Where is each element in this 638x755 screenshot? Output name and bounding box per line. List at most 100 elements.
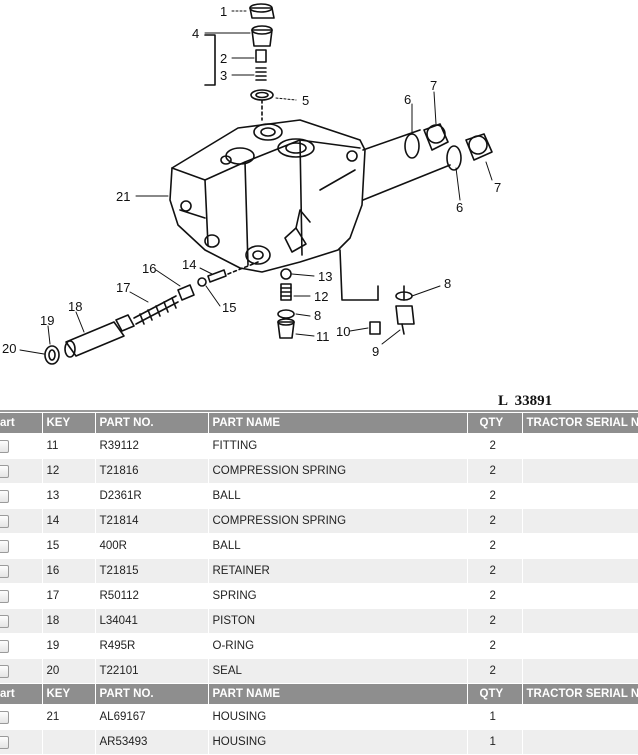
- callout-7a: 7: [430, 78, 437, 93]
- add-to-cart-checkbox[interactable]: [0, 614, 9, 628]
- add-to-cart-checkbox[interactable]: [0, 664, 9, 678]
- callout-9: 9: [372, 344, 379, 359]
- serial-cell: [522, 483, 638, 509]
- serial-cell: [522, 658, 638, 684]
- part-number-cell[interactable]: D2361R: [95, 483, 209, 509]
- part-name-cell: RETAINER: [208, 558, 468, 584]
- housing-drawing: [169, 119, 451, 301]
- part-number-cell[interactable]: R495R: [95, 633, 209, 659]
- part-name-cell: COMPRESSION SPRING: [208, 458, 468, 484]
- header-tractor-serial-no: TRACTOR SERIAL NO: [522, 413, 638, 434]
- part-name-cell: O-RING: [208, 633, 468, 659]
- header-tractor-serial-no: TRACTOR SERIAL NO: [522, 683, 638, 705]
- callout-11: 11: [316, 329, 330, 344]
- piston-assembly-drawing: [44, 261, 259, 365]
- cart-cell: [0, 433, 43, 459]
- add-to-cart-checkbox[interactable]: [0, 710, 9, 724]
- serial-cell: [522, 729, 638, 755]
- part-name-cell: COMPRESSION SPRING: [208, 508, 468, 534]
- callout-15: 15: [222, 300, 236, 315]
- part-name-cell: BALL: [208, 483, 468, 509]
- add-to-cart-checkbox[interactable]: [0, 589, 9, 603]
- cart-cell: [0, 658, 43, 684]
- callout-6b: 6: [456, 200, 463, 215]
- serial-cell: [522, 533, 638, 559]
- right-fittings-drawing: [404, 123, 493, 171]
- part-number-cell[interactable]: L34041: [95, 608, 209, 634]
- part-number-cell[interactable]: T21815: [95, 558, 209, 584]
- callout-12: 12: [314, 289, 328, 304]
- part-number-cell[interactable]: T22101: [95, 658, 209, 684]
- header-add-to-cart: art: [0, 683, 43, 705]
- key-cell: 19: [42, 633, 96, 659]
- header-part-name: PART NAME: [208, 683, 468, 705]
- cart-cell: [0, 729, 43, 755]
- cart-cell: [0, 608, 43, 634]
- serial-cell: [522, 608, 638, 634]
- cart-cell: [0, 458, 43, 484]
- callout-10: 10: [336, 324, 350, 339]
- part-name-cell: HOUSING: [208, 729, 468, 755]
- add-to-cart-checkbox[interactable]: [0, 564, 9, 578]
- serial-cell: [522, 508, 638, 534]
- part-number-cell[interactable]: R50112: [95, 583, 209, 609]
- part-number-cell[interactable]: AR53493: [95, 729, 209, 755]
- key-cell: 21: [42, 704, 96, 730]
- part-number-cell[interactable]: AL69167: [95, 704, 209, 730]
- cart-cell: [0, 508, 43, 534]
- add-to-cart-checkbox[interactable]: [0, 439, 9, 453]
- add-to-cart-checkbox[interactable]: [0, 464, 9, 478]
- key-cell: 13: [42, 483, 96, 509]
- callout-20: 20: [2, 341, 16, 356]
- key-cell: 18: [42, 608, 96, 634]
- cart-cell: [0, 483, 43, 509]
- part-name-cell: HOUSING: [208, 704, 468, 730]
- qty-cell: 1: [467, 704, 523, 730]
- add-to-cart-checkbox[interactable]: [0, 514, 9, 528]
- top-parts-drawing: [204, 3, 275, 121]
- key-cell: 11: [42, 433, 96, 459]
- add-to-cart-checkbox[interactable]: [0, 539, 9, 553]
- header-add-to-cart: art: [0, 413, 43, 434]
- add-to-cart-checkbox[interactable]: [0, 489, 9, 503]
- key-cell: 20: [42, 658, 96, 684]
- add-to-cart-checkbox[interactable]: [0, 639, 9, 653]
- callout-8b: 8: [314, 308, 321, 323]
- cart-cell: [0, 633, 43, 659]
- part-number-cell[interactable]: T21816: [95, 458, 209, 484]
- qty-cell: 2: [467, 558, 523, 584]
- serial-cell: [522, 458, 638, 484]
- callout-1: 1: [220, 4, 227, 19]
- callout-4: 4: [192, 26, 199, 41]
- qty-cell: 2: [467, 533, 523, 559]
- header-qty: QTY: [467, 683, 523, 705]
- part-number-cell[interactable]: T21814: [95, 508, 209, 534]
- part-name-cell: FITTING: [208, 433, 468, 459]
- key-cell: 12: [42, 458, 96, 484]
- part-name-cell: SPRING: [208, 583, 468, 609]
- key-cell: 14: [42, 508, 96, 534]
- qty-cell: 2: [467, 583, 523, 609]
- qty-cell: 2: [467, 458, 523, 484]
- callout-7b: 7: [494, 180, 501, 195]
- part-number-cell[interactable]: 400R: [95, 533, 209, 559]
- part-number-cell[interactable]: R39112: [95, 433, 209, 459]
- qty-cell: 2: [467, 483, 523, 509]
- header-part-no: PART NO.: [95, 413, 209, 434]
- callout-14: 14: [182, 257, 196, 272]
- cart-cell: [0, 583, 43, 609]
- part-name-cell: PISTON: [208, 608, 468, 634]
- add-to-cart-checkbox[interactable]: [0, 735, 9, 749]
- table-top-rule: [0, 410, 638, 412]
- qty-cell: 2: [467, 508, 523, 534]
- header-key: KEY: [42, 413, 96, 434]
- header-part-no: PART NO.: [95, 683, 209, 705]
